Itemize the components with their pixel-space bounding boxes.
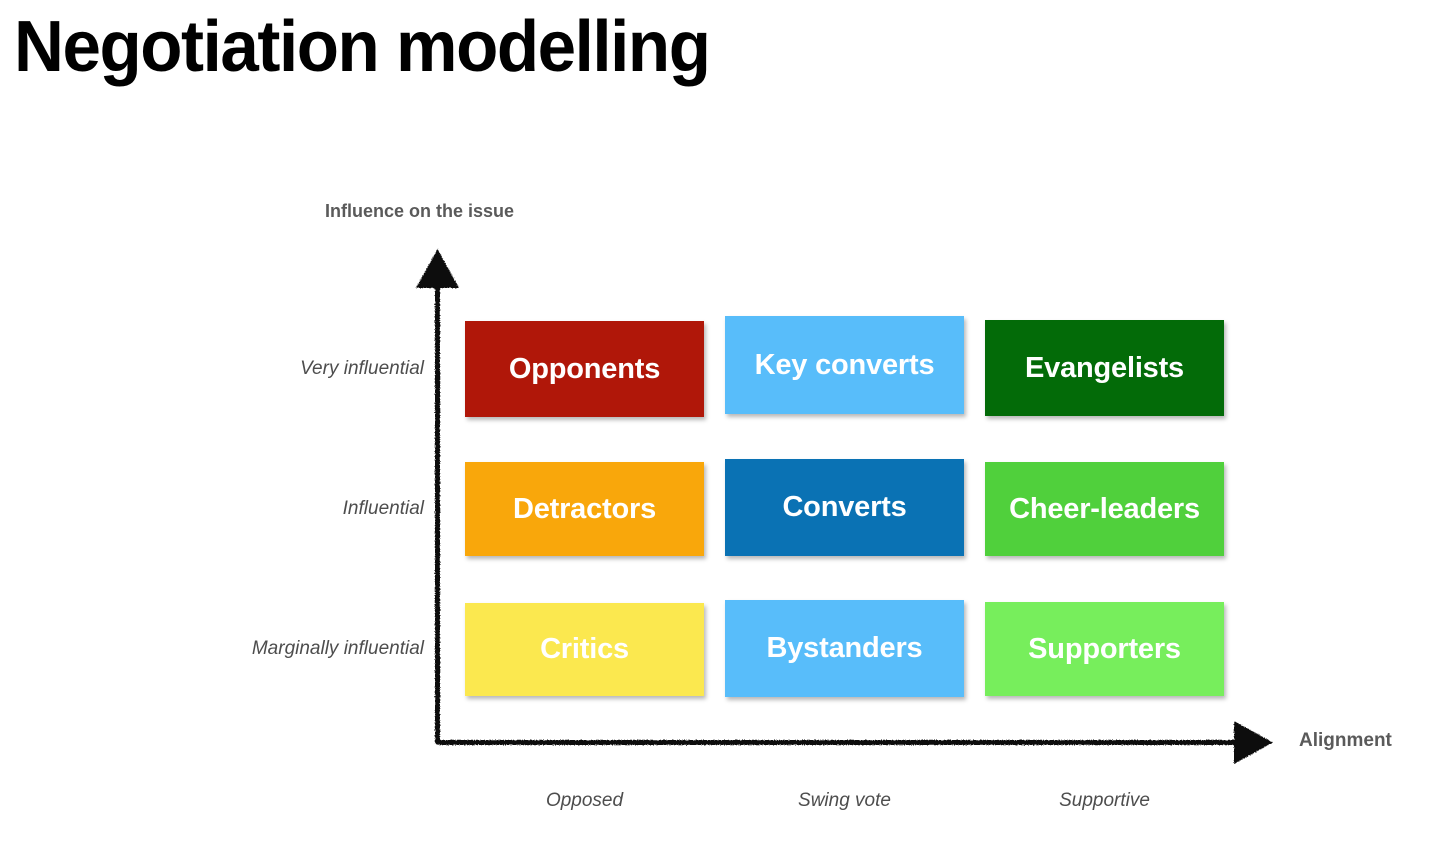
- right-arrow-icon: [1234, 721, 1273, 764]
- matrix-cell-label: Key converts: [754, 348, 935, 381]
- matrix-cell-key-converts[interactable]: Key converts: [725, 316, 964, 414]
- matrix-cell-bystanders[interactable]: Bystanders: [725, 600, 964, 697]
- matrix-cell-label: Converts: [782, 491, 907, 523]
- matrix-cell-label: Opponents: [508, 352, 661, 385]
- matrix-cell-cheer-leaders[interactable]: Cheer-leaders: [985, 462, 1224, 556]
- matrix-cell-label: Bystanders: [766, 632, 923, 664]
- x-tick-label: Opposed: [545, 790, 624, 811]
- matrix-cell-supporters[interactable]: Supporters: [985, 602, 1224, 696]
- y-tick-label: Very influential: [300, 358, 424, 379]
- matrix-cell-opponents[interactable]: Opponents: [465, 321, 704, 417]
- page-title: Negotiation modelling: [14, 7, 711, 87]
- x-tick-label: Swing vote: [798, 790, 891, 811]
- y-tick-label: Marginally influential: [251, 638, 424, 659]
- matrix-cell-evangelists[interactable]: Evangelists: [985, 320, 1224, 416]
- matrix-cell-critics[interactable]: Critics: [465, 603, 704, 696]
- matrix-cell-label: Critics: [540, 633, 629, 665]
- x-tick-label: Supportive: [1059, 790, 1150, 811]
- y-tick-label: Influential: [342, 498, 424, 519]
- x-axis-title: Alignment: [1299, 730, 1392, 751]
- matrix-cell-label: Evangelists: [1025, 351, 1184, 384]
- matrix-cell-detractors[interactable]: Detractors: [465, 462, 704, 556]
- matrix-cell-label: Cheer-leaders: [1009, 492, 1200, 525]
- matrix-cell-converts[interactable]: Converts: [725, 459, 964, 556]
- matrix-cell-label: Supporters: [1028, 632, 1181, 665]
- y-axis-title: Influence on the issue: [325, 201, 515, 221]
- matrix-cell-label: Detractors: [512, 492, 657, 525]
